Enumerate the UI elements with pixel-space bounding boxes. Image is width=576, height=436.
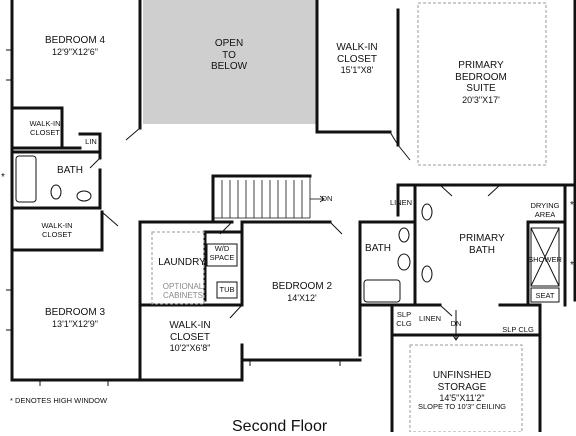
linen-bottom-label: LINEN: [418, 314, 442, 324]
drying-name: DRYING: [530, 201, 560, 210]
walkin-b4-name: WALK-IN: [29, 119, 61, 128]
bedroom4-dims: 12'9"X12'6": [52, 46, 98, 57]
wd-name2: SPACE: [209, 252, 235, 262]
fixtures: [15, 155, 560, 303]
drying-area-label: DRYING AREA: [530, 201, 560, 219]
floor-title: Second Floor: [232, 418, 328, 435]
walkin-bottom-name: WALK-IN: [169, 320, 211, 331]
dn-stair-label: DN: [321, 194, 333, 204]
walkin-b4-name2: CLOSET: [29, 127, 61, 137]
walkin-b3-label: WALK-IN CLOSET: [41, 221, 73, 239]
slp-clg-right-label: SLP CLG: [502, 325, 534, 335]
stair-treads: [213, 176, 325, 219]
wd-name: W/D: [214, 244, 230, 253]
bedroom4-label: BEDROOM 4 12'9"X12'6": [45, 35, 105, 57]
star-marker-right-bottom: *: [570, 260, 574, 271]
walkin-bottom-name2: CLOSET: [169, 331, 210, 343]
dn-stair-name: DN: [321, 194, 333, 203]
slp-left-name2: CLG: [396, 318, 412, 328]
walkin-top-label: WALK-IN CLOSET 15'1"X8': [336, 42, 377, 75]
door-swings: [89, 127, 501, 319]
walkin-top-dims: 15'1"X8': [340, 65, 374, 75]
seat-name: SEAT: [535, 291, 555, 300]
slp-clg-left-label: SLP CLG: [396, 310, 412, 328]
primary-suite-label: PRIMARY BEDROOM SUITE 20'3"X17': [455, 60, 507, 105]
lin-top-label: LIN: [85, 137, 97, 147]
optional-name: OPTIONAL: [162, 282, 204, 291]
walkin-bottom-dims: 10'2"X6'8": [169, 343, 211, 353]
tub-label: TUB: [219, 285, 235, 295]
bedroom3-label: BEDROOM 3 13'1"X12'9": [45, 307, 105, 329]
walkin-top-name2: CLOSET: [336, 53, 377, 65]
seat-label: SEAT: [535, 291, 555, 301]
bath-mid-name: BATH: [365, 243, 391, 254]
laundry-name: LAUNDRY: [158, 257, 206, 268]
open-to-below-label: OPEN TO BELOW: [211, 38, 247, 73]
open-line1: OPEN: [214, 38, 244, 49]
storage-name2: STORAGE: [437, 381, 487, 393]
wd-space-label: W/D SPACE: [209, 244, 235, 262]
walkin-top-name: WALK-IN: [336, 42, 378, 53]
slp-right-name: SLP CLG: [502, 325, 534, 334]
bath-mid-label: BATH: [365, 243, 391, 255]
shower-name: SHOWER: [528, 255, 562, 264]
stair-arrow-bottom: [451, 310, 461, 341]
shower-label: SHOWER: [528, 255, 562, 265]
linen-right-label: LINEN: [389, 198, 413, 208]
primary-bath-label: PRIMARY BATH: [459, 233, 504, 256]
linen-right-name: LINEN: [389, 198, 413, 207]
primary-dims: 20'3"X17': [462, 94, 500, 105]
storage-dims: 14'5"X11'2": [439, 393, 485, 403]
open-line3: BELOW: [210, 61, 248, 72]
walkin-bottom-label: WALK-IN CLOSET 10'2"X6'8": [169, 320, 210, 353]
bedroom3-name: BEDROOM 3: [44, 307, 106, 318]
primary-line2: BEDROOM: [455, 71, 507, 83]
optional-name2: CABINETS: [162, 291, 204, 301]
bath-left-name: BATH: [57, 165, 83, 176]
windows: [6, 49, 341, 386]
walkin-b3-name2: CLOSET: [41, 229, 73, 239]
high-window-note: * DENOTES HIGH WINDOW: [10, 396, 108, 405]
primary-line3: SUITE: [466, 83, 496, 94]
star-marker-left: *: [1, 172, 5, 183]
bedroom2-name: BEDROOM 2: [271, 281, 333, 292]
primary-bath-name: PRIMARY: [459, 233, 505, 244]
linen-bottom-name: LINEN: [418, 314, 442, 323]
dn-bottom-label: DN: [450, 319, 462, 329]
primary-line1: PRIMARY: [458, 60, 504, 71]
star-marker-right-top: *: [570, 200, 574, 211]
walkin-b3-name: WALK-IN: [41, 221, 73, 230]
primary-bath-name2: BATH: [469, 244, 495, 256]
bedroom4-name: BEDROOM 4: [44, 35, 106, 46]
laundry-cabinet-outline: [151, 231, 205, 305]
open-to-below-area: [143, 0, 317, 124]
bath-left-label: BATH: [57, 165, 83, 177]
storage-outline: [409, 344, 523, 432]
laundry-label: LAUNDRY: [158, 257, 206, 269]
optional-cabinets-label: OPTIONAL CABINETS: [163, 282, 203, 300]
dn-bottom-name: DN: [450, 319, 462, 328]
storage-label: UNFINSHED STORAGE 14'5"X11'2" SLOPE TO 1…: [418, 370, 506, 412]
slp-left-name: SLP: [396, 310, 412, 319]
storage-note: SLOPE TO 10'3" CEILING: [417, 402, 507, 412]
lin-top-name: LIN: [85, 137, 97, 146]
walls: [10, 0, 576, 432]
drying-name2: AREA: [534, 209, 556, 219]
storage-name: UNFINSHED: [432, 370, 492, 381]
walkin-b4-label: WALK-IN CLOSET: [29, 119, 61, 137]
bedroom2-dims: 14'X12': [287, 292, 317, 303]
open-line2: TO: [222, 49, 236, 61]
bedroom2-label: BEDROOM 2 14'X12': [272, 281, 332, 303]
tub-name: TUB: [219, 285, 235, 294]
bedroom3-dims: 13'1"X12'9": [52, 318, 98, 329]
